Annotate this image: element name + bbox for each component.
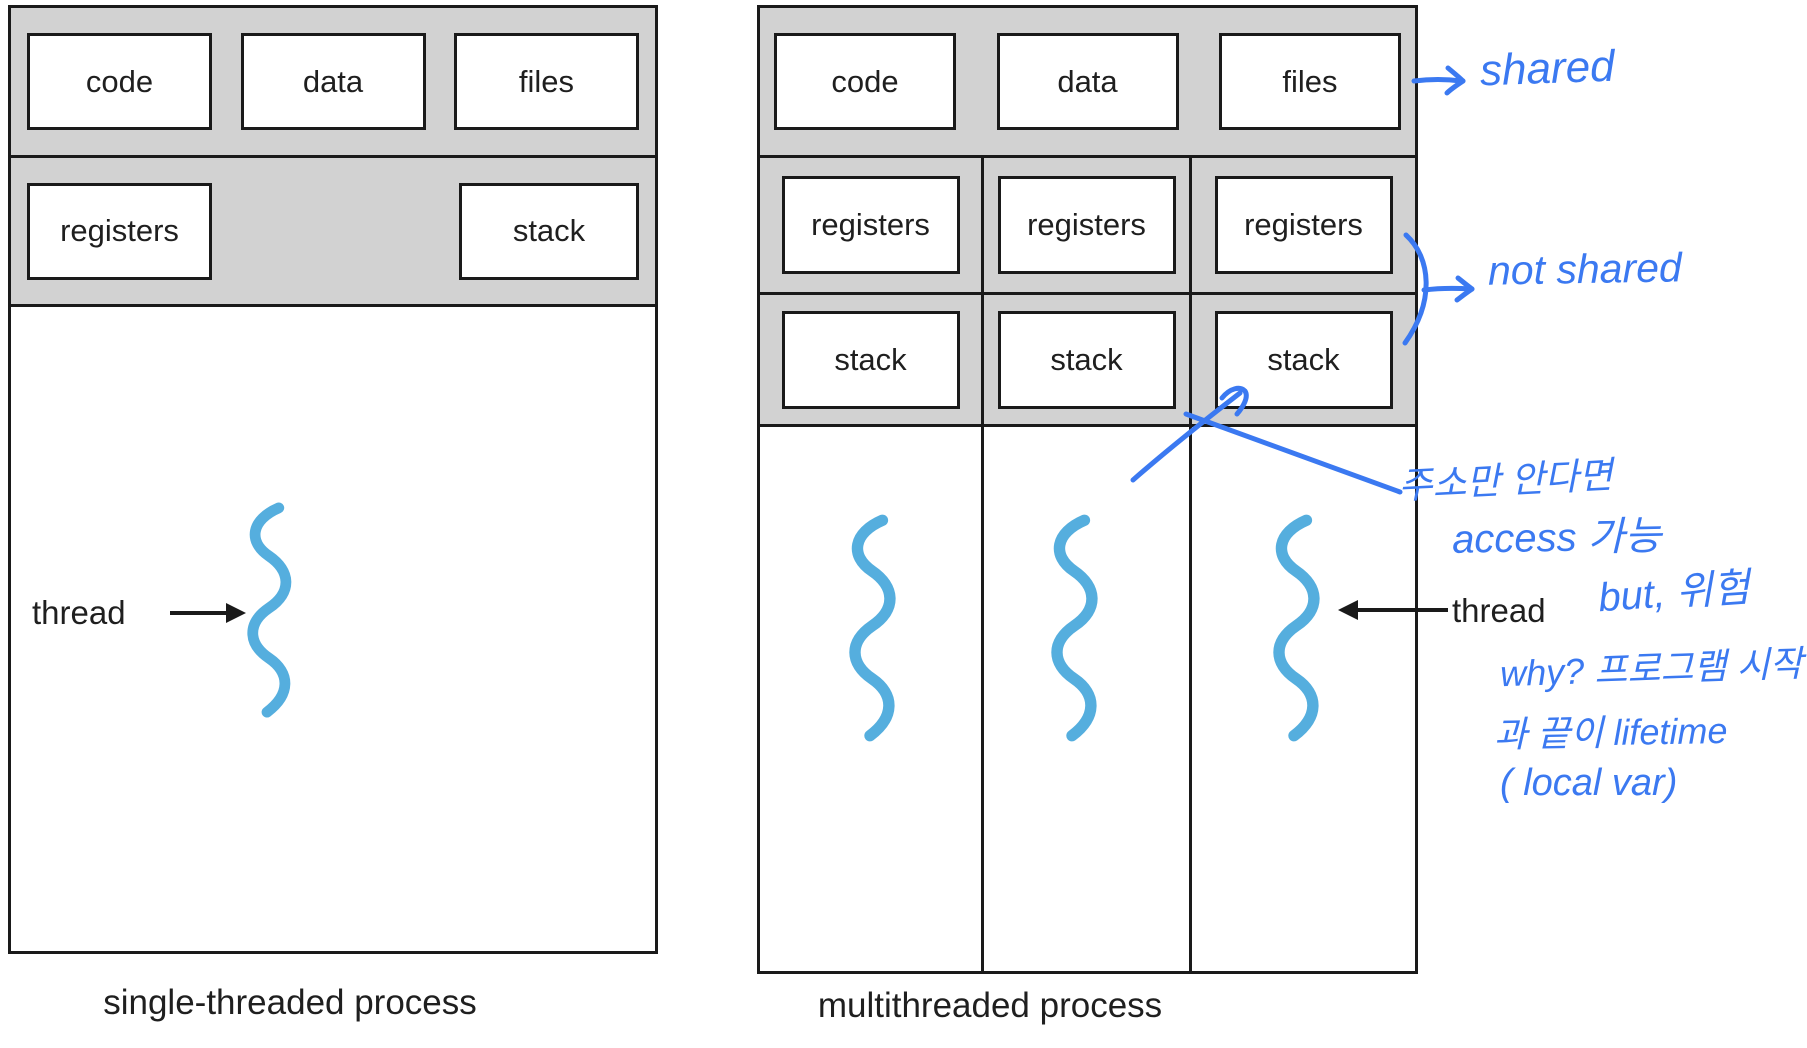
registers-box: registers	[27, 182, 212, 280]
files-label: files	[518, 63, 575, 99]
thread-squiggle-icon	[247, 502, 292, 718]
annotation-note-line2: access 가능	[1451, 514, 1662, 562]
annotation-note-line3: but, 위험	[1596, 565, 1752, 621]
registers-label: registers	[1027, 207, 1146, 242]
annotation-note-line4: why? 프로그램 시작	[1499, 642, 1804, 695]
stack-label: stack	[834, 341, 907, 377]
thread-label: thread	[32, 594, 126, 631]
files-box: files	[1219, 33, 1401, 130]
files-box: files	[454, 33, 639, 130]
stack-box: stack	[997, 310, 1176, 409]
data-label: data	[1057, 63, 1118, 99]
stack-label: stack	[512, 213, 586, 248]
thread-squiggle-icon	[1051, 514, 1098, 742]
registers-box: registers	[1214, 176, 1393, 274]
data-box: data	[996, 33, 1179, 130]
code-box: code	[774, 33, 956, 130]
shared-section: code data files	[760, 8, 1415, 158]
stack-box: stack	[1214, 310, 1393, 409]
registers-box: registers	[781, 176, 960, 274]
multi-process-diagram: code data files registers stack register…	[757, 5, 1418, 974]
thread-label: thread	[1452, 592, 1546, 629]
registers-label: registers	[811, 207, 930, 242]
thread-squiggle-icon	[849, 514, 896, 742]
annotation-note-line1: 주소만 안다면	[1397, 454, 1614, 507]
shared-arrow	[1411, 65, 1466, 96]
stack-label: stack	[1050, 341, 1123, 377]
data-box: data	[240, 33, 426, 130]
registers-stack-section: registers stack	[11, 158, 655, 307]
annotation-note-line5: 과 끝이 lifetime	[1493, 709, 1728, 756]
thread-area	[11, 307, 655, 951]
stack-box: stack	[781, 310, 960, 409]
code-label: code	[85, 63, 154, 99]
data-label: data	[302, 63, 364, 99]
annotation-not-shared: not shared	[1487, 244, 1683, 294]
shared-section: code data files	[11, 8, 655, 158]
annotation-note-line6: ( local var)	[1500, 762, 1678, 804]
stack-label: stack	[1267, 341, 1340, 377]
code-box: code	[27, 33, 212, 130]
stack-box: stack	[459, 182, 639, 280]
registers-box: registers	[997, 176, 1176, 274]
thread-squiggle-icon	[1273, 514, 1320, 742]
code-label: code	[831, 63, 899, 99]
multi-process-caption: multithreaded process	[817, 986, 1163, 1025]
annotation-shared: shared	[1479, 41, 1616, 96]
registers-label: registers	[1244, 207, 1363, 242]
files-label: files	[1282, 63, 1338, 99]
single-process-diagram: code data files registers stack	[8, 5, 658, 954]
single-process-caption: single-threaded process	[103, 983, 477, 1022]
thread-column-1: registers stack	[760, 158, 981, 971]
registers-label: registers	[60, 213, 179, 248]
